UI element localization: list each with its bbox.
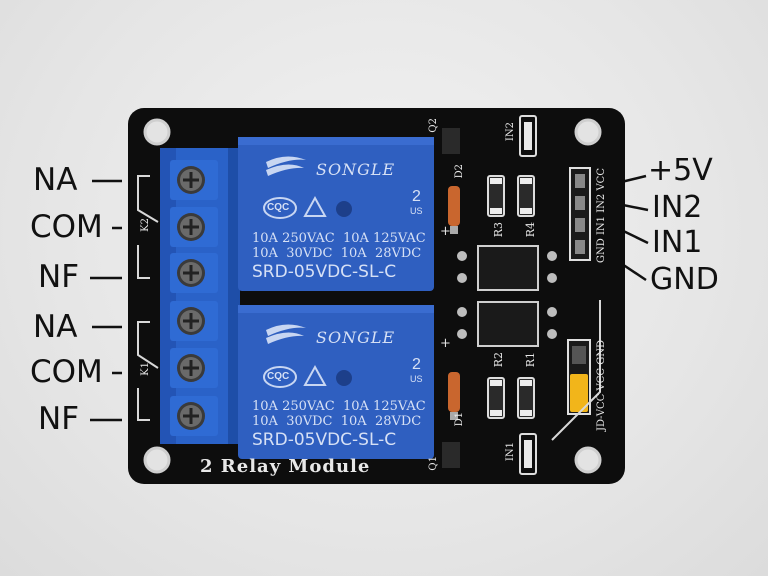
relay-bottom-rating2: 10A 30VDC 10A 28VDC — [252, 414, 422, 429]
silk-r3: R3 — [492, 222, 505, 238]
silk-plus-top: + — [440, 224, 451, 239]
label-na-bottom: NA — [33, 309, 78, 345]
label-in1: IN1 — [652, 225, 703, 260]
jumper-silk: JD-VCC VCC GND — [596, 340, 607, 432]
relay-bottom-ul: 2 — [412, 356, 421, 373]
terminal-screws — [170, 160, 218, 436]
input-header — [569, 167, 591, 261]
relay-top-rating1: 10A 250VAC 10A 125VAC — [252, 231, 426, 246]
transistor-q2 — [442, 128, 460, 154]
relay-bottom-body — [238, 305, 434, 459]
relay-top-us: US — [410, 206, 423, 216]
label-gnd: GND — [650, 262, 719, 297]
label-in2: IN2 — [652, 190, 703, 225]
label-com-top: COM — [30, 209, 103, 245]
relay-top-cert: CQC — [267, 202, 290, 213]
silk-q2: Q2 — [428, 118, 439, 133]
silk-r1: R1 — [524, 352, 537, 368]
label-nf-top: NF — [38, 259, 80, 295]
relay-top-rating2: 10A 30VDC 10A 28VDC — [252, 246, 422, 261]
optocoupler-top — [477, 245, 539, 291]
diode-d1 — [448, 372, 460, 412]
silk-plus-bottom: + — [440, 336, 451, 351]
relay-bottom-model: SRD-05VDC-SL-C — [252, 430, 397, 450]
mounting-holes — [143, 118, 602, 474]
silk-in2: IN2 — [505, 122, 516, 142]
left-pointer-lines — [90, 179, 122, 422]
relay-top-ul: 2 — [412, 188, 421, 205]
label-com-bottom: COM — [30, 354, 103, 390]
label-nf-bottom: NF — [38, 401, 80, 437]
header-pins-silk: GND IN1 IN2 VCC — [596, 168, 607, 263]
relay-bottom-brand: SONGLE — [316, 328, 396, 347]
relay-bottom-cert: CQC — [267, 371, 290, 382]
silk-k2: K2 — [140, 218, 151, 232]
silk-r2: R2 — [492, 352, 505, 368]
diode-d2 — [448, 186, 460, 226]
jumper-cap — [570, 374, 588, 412]
relay-top-brand: SONGLE — [316, 160, 396, 179]
label-na-top: NA — [33, 162, 78, 198]
label-5v: +5V — [648, 153, 713, 188]
relay-top-body — [238, 137, 434, 291]
optocoupler-bottom — [477, 301, 539, 347]
silk-d2: D2 — [454, 164, 465, 179]
silk-in1: IN1 — [505, 442, 516, 462]
board-title: 2 Relay Module — [200, 456, 371, 477]
silk-q1: Q1 — [428, 456, 439, 471]
silk-d1: D1 — [454, 412, 465, 427]
led-in2 — [519, 115, 537, 157]
transistor-q1 — [442, 442, 460, 468]
silk-r4: R4 — [524, 222, 537, 238]
led-in1 — [519, 433, 537, 475]
silk-k1: K1 — [140, 362, 151, 376]
relay-bottom-us: US — [410, 374, 423, 384]
relay-bottom-rating1: 10A 250VAC 10A 125VAC — [252, 399, 426, 414]
relay-top-model: SRD-05VDC-SL-C — [252, 262, 397, 282]
